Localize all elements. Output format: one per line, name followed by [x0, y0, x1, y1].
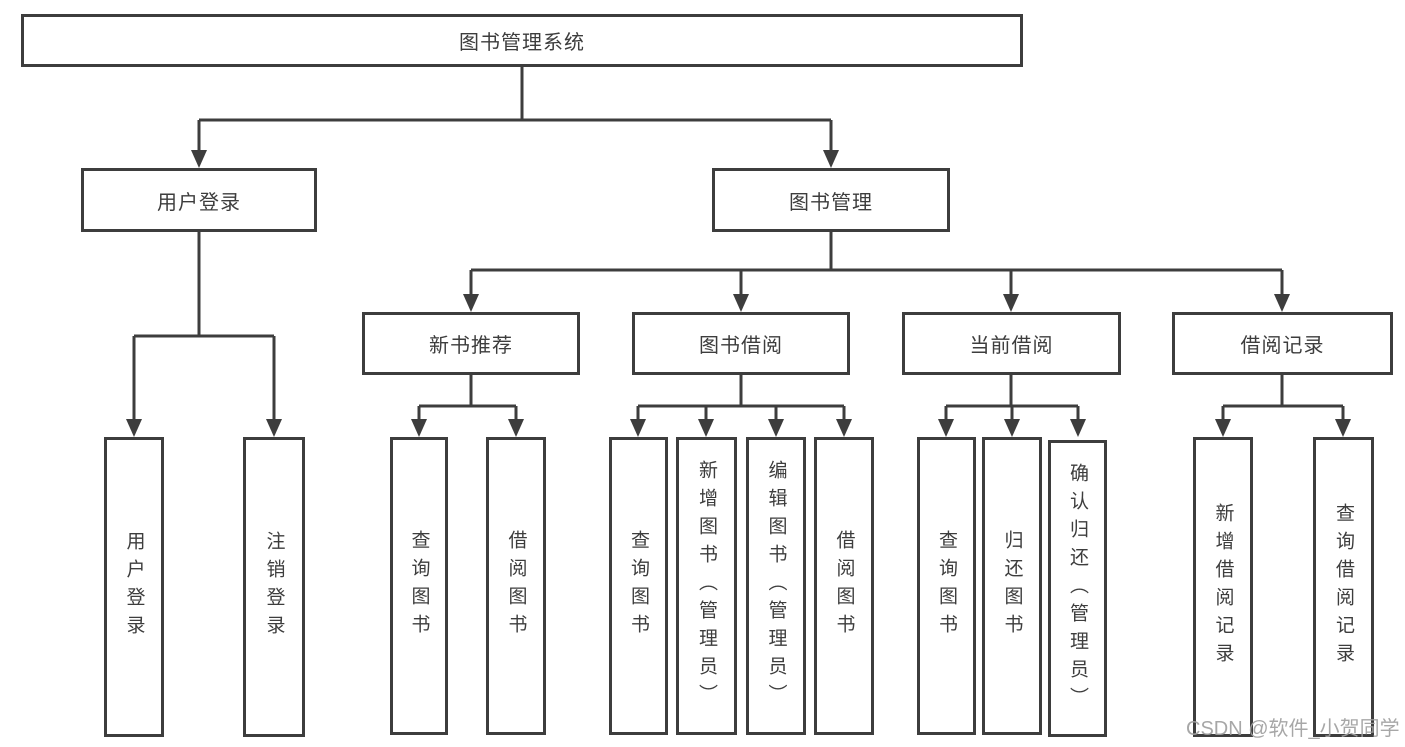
- node-book-borrow: 图书借阅: [632, 312, 850, 375]
- node-user-login: 用户登录: [81, 168, 317, 232]
- leaf-borrow-books-borrow: 借阅图书: [814, 437, 874, 735]
- node-new-book-recommend: 新书推荐: [362, 312, 580, 375]
- node-book-management: 图书管理: [712, 168, 950, 232]
- leaf-add-book-admin: 新增图书（管理员）: [676, 437, 737, 735]
- leaf-user-login: 用户登录: [104, 437, 164, 737]
- leaf-return-books: 归还图书: [982, 437, 1042, 735]
- leaf-query-borrow-record: 查询借阅记录: [1313, 437, 1374, 737]
- leaf-borrow-books-recommend: 借阅图书: [486, 437, 546, 735]
- leaf-add-borrow-record: 新增借阅记录: [1193, 437, 1253, 737]
- leaf-query-books-recommend: 查询图书: [390, 437, 448, 735]
- leaf-query-books-borrow: 查询图书: [609, 437, 668, 735]
- node-root-library-system: 图书管理系统: [21, 14, 1023, 67]
- watermark: CSDN @软件_小贺同学: [1186, 718, 1400, 740]
- node-current-borrow: 当前借阅: [902, 312, 1121, 375]
- node-borrow-records: 借阅记录: [1172, 312, 1393, 375]
- leaf-logout: 注销登录: [243, 437, 305, 737]
- leaf-confirm-return-admin: 确认归还（管理员）: [1048, 440, 1107, 737]
- leaf-query-books-current: 查询图书: [917, 437, 976, 735]
- leaf-edit-book-admin: 编辑图书（管理员）: [746, 437, 806, 735]
